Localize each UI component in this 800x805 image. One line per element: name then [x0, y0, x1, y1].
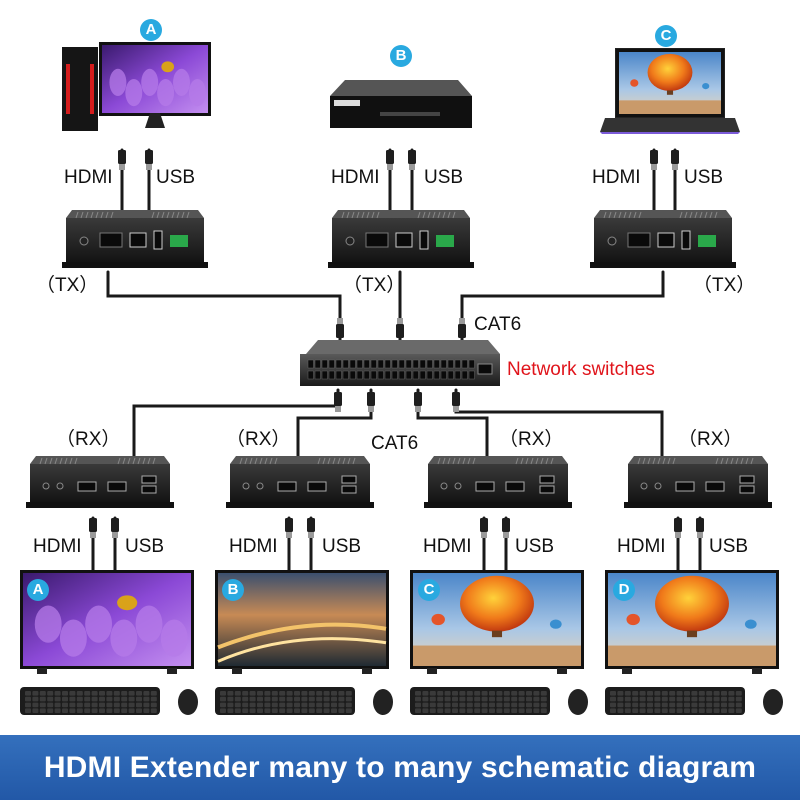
rx-label-4: （RX）: [678, 429, 743, 450]
cat6-label-upper: CAT6: [474, 314, 522, 335]
display-1-foot-right: [167, 668, 177, 674]
bottom-usb-label-4: USB: [709, 536, 749, 557]
source-c-laptop-screen: [616, 49, 724, 117]
display-badge-d: D: [613, 579, 635, 601]
keyboard-1-mouse: [178, 689, 198, 715]
keyboard-2: [215, 687, 393, 715]
keyboard-4-mouse: [763, 689, 783, 715]
banner-title: HDMI Extender many to many schematic dia…: [43, 751, 757, 784]
source-plug-4: [650, 150, 658, 170]
bottom-hdmi-label-3: HDMI: [423, 536, 472, 557]
rx-extender-1: [26, 456, 174, 508]
switch-plug-b: [396, 318, 404, 338]
top-hdmi-label-b: HDMI: [331, 167, 380, 188]
display-badge-c: C: [418, 579, 440, 601]
cat6-label-lower: CAT6: [371, 433, 419, 454]
source-plug-3: [408, 150, 416, 170]
source-plug-2: [386, 150, 394, 170]
display-plug-4: [480, 518, 488, 538]
rx-label-1: （RX）: [56, 429, 121, 450]
display-plug-2: [285, 518, 293, 538]
switch-plug-c: [458, 318, 466, 338]
display-3-foot-left: [427, 668, 437, 674]
bottom-hdmi-label-4: HDMI: [617, 536, 666, 557]
rx-extender-4: [624, 456, 772, 508]
display-4-foot-left: [622, 668, 632, 674]
switch-plug-a: [336, 318, 344, 338]
tx-a-to-switch-cable: [106, 270, 342, 342]
display-plug-5: [502, 518, 510, 538]
switch-down-plug-4: [452, 392, 460, 412]
keyboard-4: [605, 687, 783, 715]
top-usb-label-c: USB: [684, 167, 724, 188]
network-switch: [300, 340, 500, 386]
switch-down-plug-1: [334, 392, 342, 412]
display-4-tv: [605, 570, 779, 669]
source-plug-1: [145, 150, 153, 170]
source-a-monitor-stand: [145, 113, 165, 128]
source-badge-b: B: [390, 45, 412, 67]
rx-label-2: （RX）: [226, 429, 291, 450]
display-4-foot-right: [752, 668, 762, 674]
rx-extender-3: [424, 456, 572, 508]
bottom-usb-label-3: USB: [515, 536, 555, 557]
source-plug-5: [671, 150, 679, 170]
keyboard-1: [20, 687, 198, 715]
rx-extender-2: [226, 456, 374, 508]
top-usb-label-b: USB: [424, 167, 464, 188]
display-2-foot-left: [232, 668, 242, 674]
display-plug-6: [674, 518, 682, 538]
display-1-foot-left: [37, 668, 47, 674]
display-plug-0: [89, 518, 97, 538]
bottom-hdmi-label-2: HDMI: [229, 536, 278, 557]
source-b-nvr: [330, 80, 472, 128]
tx-label-b: （TX）: [343, 275, 406, 296]
tx-extender-c: [590, 210, 736, 268]
display-3-tv: [410, 570, 584, 669]
display-plug-1: [111, 518, 119, 538]
rx-label-3: （RX）: [499, 429, 564, 450]
keyboard-3-mouse: [568, 689, 588, 715]
display-3-foot-right: [557, 668, 567, 674]
source-a-desktop-pc: [62, 47, 98, 131]
bottom-usb-label-2: USB: [322, 536, 362, 557]
tx-label-c: （TX）: [693, 275, 756, 296]
display-2-tv: [215, 570, 389, 669]
source-a-monitor: [99, 42, 211, 116]
display-1-tv: [20, 570, 194, 669]
display-badge-b: B: [222, 579, 244, 601]
title-banner: HDMI Extender many to many schematic dia…: [0, 735, 800, 800]
display-plug-3: [307, 518, 315, 538]
switch-down-plug-2: [367, 392, 375, 412]
display-plug-7: [696, 518, 704, 538]
switch-down-plug-3: [414, 392, 422, 412]
devices-layer: [20, 42, 783, 715]
source-badge-a: A: [140, 19, 162, 41]
source-badge-c: C: [655, 25, 677, 47]
source-plug-0: [118, 150, 126, 170]
keyboard-2-mouse: [373, 689, 393, 715]
tx-label-a: （TX）: [36, 275, 99, 296]
top-hdmi-label-c: HDMI: [592, 167, 641, 188]
display-badge-a: A: [27, 579, 49, 601]
keyboard-3: [410, 687, 588, 715]
top-usb-label-a: USB: [156, 167, 196, 188]
display-2-foot-right: [362, 668, 372, 674]
top-hdmi-label-a: HDMI: [64, 167, 113, 188]
network-switch-label: Network switches: [507, 359, 655, 380]
tx-extender-b: [328, 210, 474, 268]
cables-layer: [89, 148, 704, 574]
bottom-hdmi-label-1: HDMI: [33, 536, 82, 557]
bottom-usb-label-1: USB: [125, 536, 165, 557]
tx-extender-a: [62, 210, 208, 268]
